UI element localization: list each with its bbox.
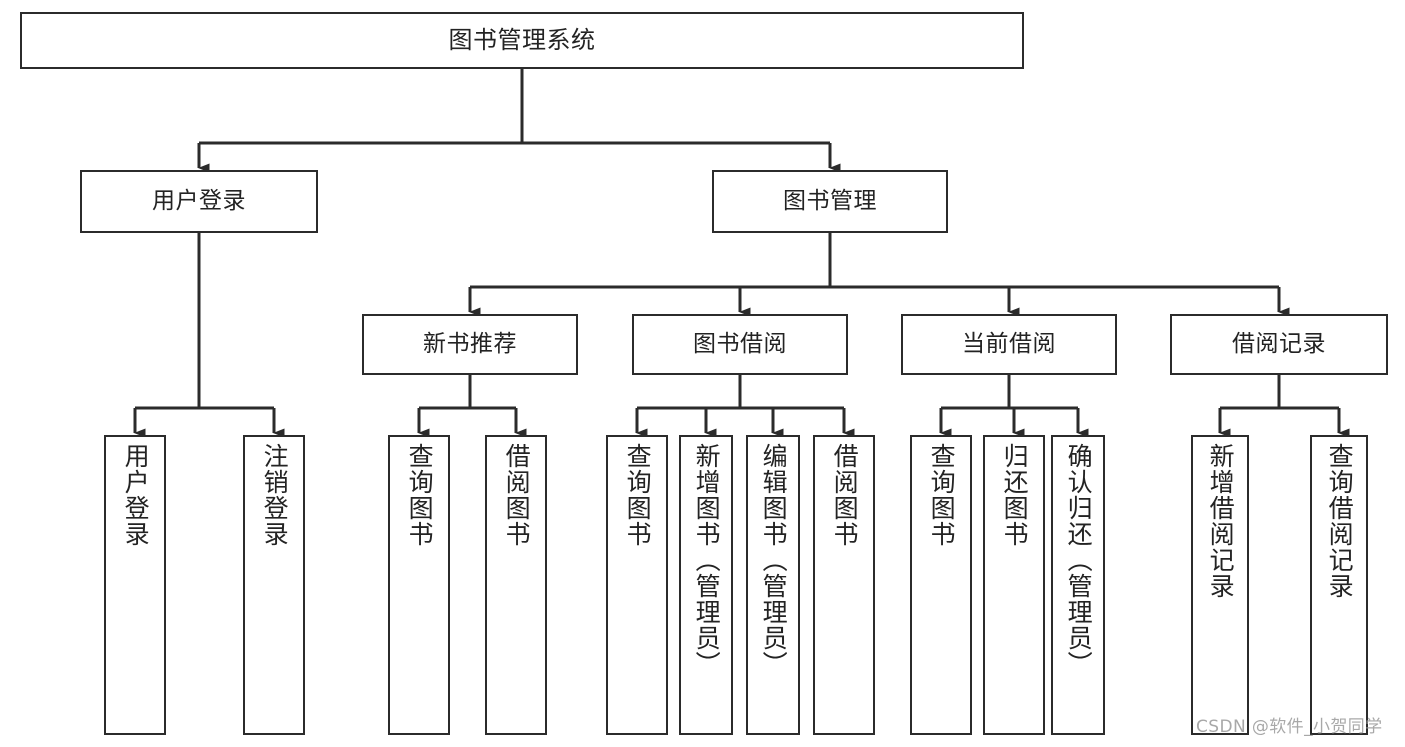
node-label-leaf-borrow-book-2: 借阅图书	[830, 443, 860, 547]
node-label-leaf-add-book: 新增图书（管理员）	[692, 443, 722, 677]
node-label-leaf-borrow-book-1: 借阅图书	[502, 443, 532, 547]
node-book-manage[interactable]: 图书管理	[712, 170, 948, 233]
node-leaf-add-record[interactable]: 新增借阅记录	[1191, 435, 1249, 735]
node-leaf-user-logout[interactable]: 注销登录	[243, 435, 305, 735]
node-leaf-query-book-1[interactable]: 查询图书	[388, 435, 450, 735]
node-label-book-borrow: 图书借阅	[693, 330, 787, 357]
node-root[interactable]: 图书管理系统	[20, 12, 1024, 69]
node-label-leaf-query-book-3: 查询图书	[927, 443, 957, 547]
node-leaf-borrow-book-1[interactable]: 借阅图书	[485, 435, 547, 735]
node-label-root: 图书管理系统	[448, 26, 596, 55]
node-leaf-user-login[interactable]: 用户登录	[104, 435, 166, 735]
node-label-leaf-user-login: 用户登录	[121, 443, 151, 547]
node-book-borrow[interactable]: 图书借阅	[632, 314, 848, 375]
node-label-leaf-query-book-1: 查询图书	[405, 443, 435, 547]
node-leaf-query-book-3[interactable]: 查询图书	[910, 435, 972, 735]
node-leaf-edit-book[interactable]: 编辑图书（管理员）	[746, 435, 800, 735]
node-user-login[interactable]: 用户登录	[80, 170, 318, 233]
node-leaf-query-book-2[interactable]: 查询图书	[606, 435, 668, 735]
edge-group	[133, 69, 1350, 438]
node-leaf-confirm-return[interactable]: 确认归还（管理员）	[1051, 435, 1105, 735]
node-label-leaf-user-logout: 注销登录	[260, 443, 290, 547]
node-label-leaf-add-record: 新增借阅记录	[1206, 443, 1236, 599]
node-leaf-borrow-book-2[interactable]: 借阅图书	[813, 435, 875, 735]
node-label-user-login: 用户登录	[152, 187, 246, 214]
node-leaf-return-book[interactable]: 归还图书	[983, 435, 1045, 735]
node-label-current-borrow: 当前借阅	[962, 330, 1056, 357]
node-label-leaf-query-record: 查询借阅记录	[1325, 443, 1355, 599]
node-label-borrow-record: 借阅记录	[1232, 330, 1326, 357]
node-new-book-rec[interactable]: 新书推荐	[362, 314, 578, 375]
node-current-borrow[interactable]: 当前借阅	[901, 314, 1117, 375]
node-borrow-record[interactable]: 借阅记录	[1170, 314, 1388, 375]
node-label-leaf-query-book-2: 查询图书	[623, 443, 653, 547]
node-label-leaf-confirm-return: 确认归还（管理员）	[1064, 443, 1094, 677]
node-leaf-add-book[interactable]: 新增图书（管理员）	[679, 435, 733, 735]
node-label-leaf-return-book: 归还图书	[1000, 443, 1030, 547]
node-label-book-manage: 图书管理	[783, 187, 877, 214]
node-label-leaf-edit-book: 编辑图书（管理员）	[759, 443, 789, 677]
node-leaf-query-record[interactable]: 查询借阅记录	[1310, 435, 1368, 735]
node-label-new-book-rec: 新书推荐	[423, 330, 517, 357]
